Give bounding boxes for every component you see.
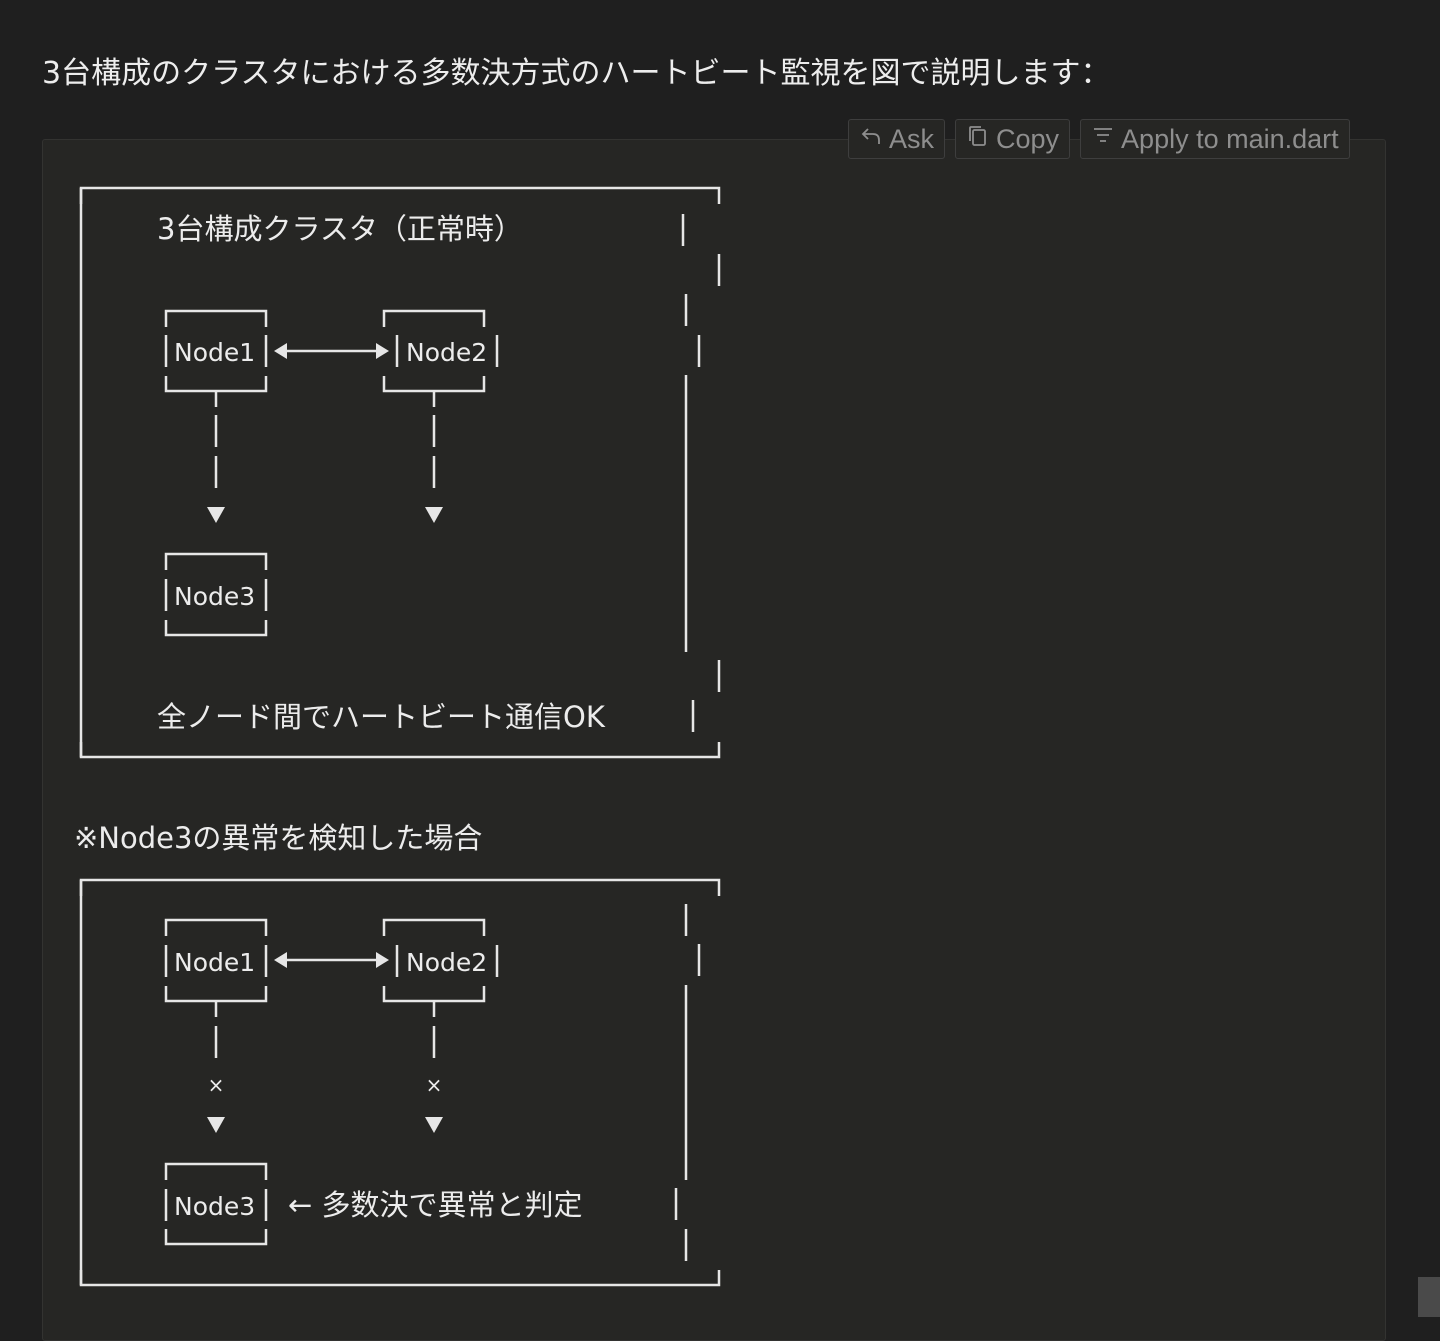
ask-label: Ask <box>889 123 935 154</box>
down-arrowhead-node1 <box>207 507 225 523</box>
failure-node2-box <box>382 918 499 1003</box>
arrowhead-left <box>274 343 287 359</box>
ask-button[interactable]: Ask <box>848 119 946 159</box>
fail-mark-node1: × <box>208 1073 225 1097</box>
node2-label: Node2 <box>406 338 487 367</box>
node3-box <box>164 552 268 637</box>
failure-node2-label: Node2 <box>406 948 487 977</box>
down-arrowhead-node2 <box>425 507 443 523</box>
normal-cluster-frame <box>79 186 721 759</box>
copy-label: Copy <box>996 123 1060 154</box>
arrowhead-right <box>376 343 389 359</box>
apply-filter-icon <box>1091 124 1115 155</box>
failure-node1-box <box>164 918 268 1003</box>
scrollbar-thumb[interactable] <box>1418 1277 1440 1317</box>
normal-cluster-footer: 全ノード間でハートビート通信OK <box>157 700 606 734</box>
failure-links-to-node3 <box>214 1002 436 1058</box>
failure-arrowhead-right <box>376 952 389 968</box>
copy-button[interactable]: Copy <box>955 119 1071 159</box>
node1-box <box>164 309 268 393</box>
normal-cluster-title: 3台構成クラスタ（正常時） <box>157 212 523 246</box>
heartbeat-links-to-node3 <box>214 392 436 488</box>
code-action-bar: Ask Copy Apply to main.dart <box>848 119 1350 159</box>
failure-node3-label: Node3 <box>174 1192 255 1221</box>
reply-arrow-icon <box>859 124 883 155</box>
apply-label: Apply to main.dart <box>1121 123 1339 154</box>
node2-box <box>382 309 499 393</box>
failure-node3-box <box>164 1162 268 1246</box>
assistant-message-intro: 3台構成のクラスタにおける多数決方式のハートビート監視を図で説明します： <box>42 56 1111 91</box>
fail-mark-node2: × <box>426 1073 443 1097</box>
node1-label: Node1 <box>174 338 255 367</box>
failure-arrowhead-left <box>274 952 287 968</box>
apply-button[interactable]: Apply to main.dart <box>1080 119 1350 159</box>
failure-down-arrowhead-node1 <box>207 1117 225 1133</box>
failure-cluster-frame <box>79 878 721 1287</box>
node3-label: Node3 <box>174 582 255 611</box>
copy-icon <box>966 124 990 155</box>
failure-caption: ※Node3の異常を検知した場合 <box>74 821 482 855</box>
failure-node1-label: Node1 <box>174 948 255 977</box>
failure-verdict: ← 多数決で異常と判定 <box>288 1188 583 1222</box>
failure-down-arrowhead-node2 <box>425 1117 443 1133</box>
